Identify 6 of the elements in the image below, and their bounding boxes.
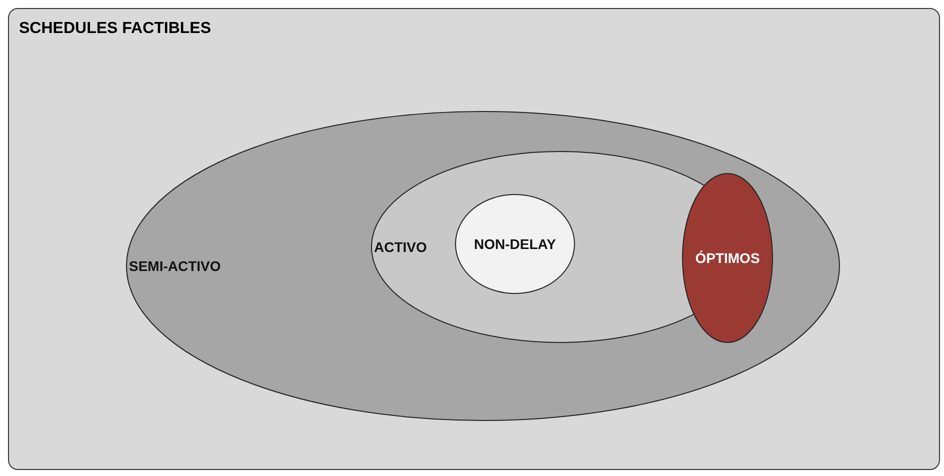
set-label: NON-DELAY (474, 236, 556, 252)
set-label: ÓPTIMOS (695, 250, 760, 266)
set-label: SEMI-ACTIVO (129, 258, 221, 274)
panel-title: SCHEDULES FACTIBLES (19, 21, 212, 37)
set-label: ACTIVO (374, 239, 427, 255)
panel (8, 8, 940, 470)
